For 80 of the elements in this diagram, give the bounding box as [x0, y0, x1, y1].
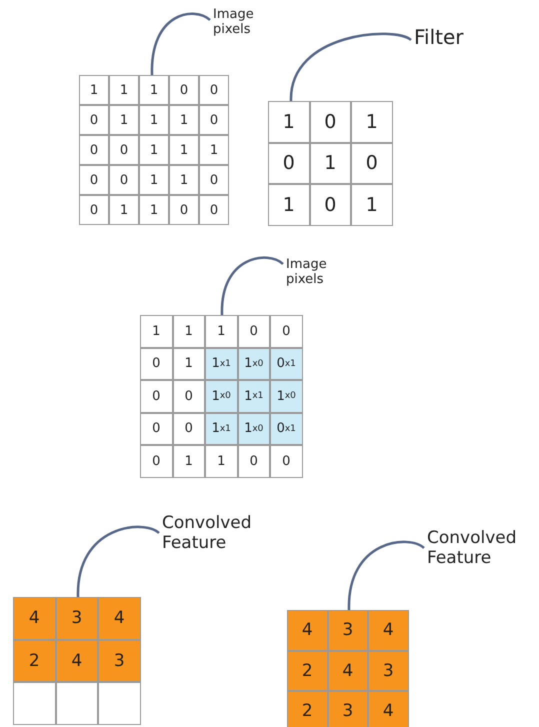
- matrix-cell: 1: [205, 315, 238, 348]
- matrix-cell: 0: [351, 142, 392, 184]
- matrix-cell: 1: [351, 101, 392, 142]
- matrix-cell: 1: [172, 445, 205, 478]
- callout-label: Filter: [414, 26, 494, 49]
- leader-line: [220, 256, 284, 316]
- matrix-cell: 1: [268, 101, 310, 142]
- matrix-cell: 1: [351, 184, 392, 226]
- matrix-cell: 1: [172, 348, 205, 380]
- matrix-cell: 1: [199, 135, 229, 165]
- matrix-cell: 1: [139, 195, 169, 225]
- matrix-cell: 0: [238, 445, 270, 478]
- callout-label: Image pixels: [213, 8, 273, 38]
- number-matrix: [140, 315, 302, 478]
- matrix-cell: 4: [56, 640, 98, 682]
- matrix-cell: 0: [109, 165, 139, 195]
- matrix-cell: 0: [310, 101, 351, 142]
- matrix-cell: 0: [199, 165, 229, 195]
- callout-label: Convolved Feature: [427, 529, 539, 568]
- matrix-cell: 1: [139, 75, 169, 105]
- matrix-cell: 2: [13, 640, 56, 682]
- matrix-cell: 4: [368, 610, 408, 650]
- matrix-cell: 2: [287, 650, 328, 691]
- matrix-cell: 1: [140, 315, 172, 348]
- number-matrix: [13, 597, 140, 724]
- leader-line: [348, 540, 425, 610]
- matrix-cell: 3: [368, 650, 408, 691]
- matrix-cell: 0: [140, 445, 172, 478]
- matrix-cell: 4: [328, 650, 368, 691]
- matrix-cell: 0: [310, 184, 351, 226]
- matrix-cell: 0: [79, 135, 109, 165]
- matrix-cell: 1: [139, 165, 169, 195]
- matrix-cell: 0: [169, 75, 199, 105]
- matrix-cell: 1: [139, 105, 169, 135]
- matrix-cell: 1: [109, 195, 139, 225]
- matrix-cell: 1: [172, 315, 205, 348]
- callout-label: Image pixels: [286, 258, 346, 288]
- matrix-cell: 0: [268, 142, 310, 184]
- matrix-cell: 0: [79, 165, 109, 195]
- matrix-cell: 4: [98, 597, 140, 640]
- matrix-cell: 0: [172, 412, 205, 445]
- matrix-cell: 1: [139, 135, 169, 165]
- matrix-cell: 1: [268, 184, 310, 226]
- matrix-cell: 1: [310, 142, 351, 184]
- matrix-cell: 1: [109, 75, 139, 105]
- matrix-cell: 0: [199, 195, 229, 225]
- matrix-cell: 1: [79, 75, 109, 105]
- matrix-cell: 1: [109, 105, 139, 135]
- leader-line: [76, 526, 160, 598]
- leader-line: [150, 12, 211, 76]
- matrix-cell: 0: [79, 195, 109, 225]
- matrix-cell: 0: [140, 380, 172, 412]
- matrix-cell: 0: [140, 412, 172, 445]
- leader-line: [290, 32, 412, 102]
- matrix-cell: 3: [328, 610, 368, 650]
- number-matrix: [287, 610, 408, 727]
- number-matrix: [79, 75, 229, 225]
- matrix-cell: 4: [287, 610, 328, 650]
- matrix-cell: 3: [328, 691, 368, 727]
- matrix-cell: 0: [109, 135, 139, 165]
- matrix-cell: 4: [368, 691, 408, 727]
- matrix-cell: 1: [169, 105, 199, 135]
- matrix-cell: 0: [140, 348, 172, 380]
- matrix-cell: 0: [270, 445, 302, 478]
- callout-label: Convolved Feature: [162, 514, 292, 554]
- matrix-cell: 1: [205, 445, 238, 478]
- matrix-cell: 0: [199, 105, 229, 135]
- matrix-cell: 0: [238, 315, 270, 348]
- matrix-cell: 0: [172, 380, 205, 412]
- matrix-cell: 0: [199, 75, 229, 105]
- matrix-cell: 0: [79, 105, 109, 135]
- matrix-cell: 1: [169, 135, 199, 165]
- matrix-cell: 4: [13, 597, 56, 640]
- matrix-cell: 0: [270, 315, 302, 348]
- matrix-cell: 2: [287, 691, 328, 727]
- matrix-cell: 3: [98, 640, 140, 682]
- number-matrix: [268, 101, 392, 226]
- matrix-cell: 1: [169, 165, 199, 195]
- matrix-cell: 3: [56, 597, 98, 640]
- matrix-cell: 0: [169, 195, 199, 225]
